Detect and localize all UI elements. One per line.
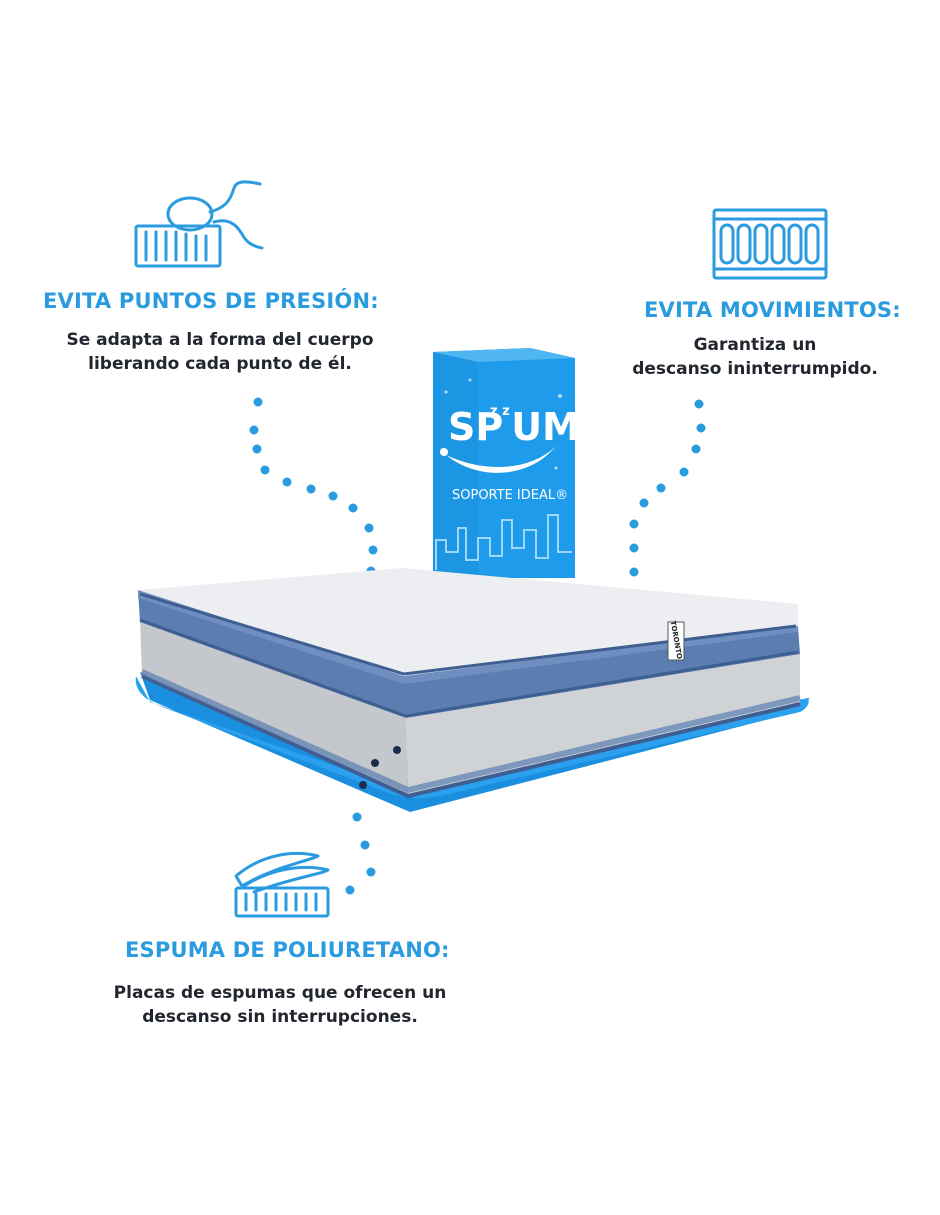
pocket-spring-coil-icon [711,207,829,281]
movement-title: EVITA MOVIMIENTOS: [644,298,901,322]
movement-description: Garantiza un descanso ininterrumpido. [570,333,940,381]
movement-desc-line-2: descanso ininterrumpido. [632,359,878,379]
brand-tagline: SOPORTE IDEAL® [452,488,569,503]
movement-desc-line-1: Garantiza un [693,335,817,355]
foam-description: Placas de espumas que ofrecen un descans… [80,981,480,1029]
brand-logo-zz: z z [490,404,510,419]
foam-layers-icon [232,848,332,920]
foam-desc-line-2: descanso sin interrupciones. [142,1007,418,1027]
foam-desc-line-1: Placas de espumas que ofrecen un [113,983,447,1003]
brand-logo-right: UM [511,405,580,449]
pressure-description: Se adapta a la forma del cuerpo liberand… [20,328,420,376]
spum-product-box [433,348,575,578]
pressure-title: EVITA PUNTOS DE PRESIÓN: [43,289,379,313]
pressure-desc-line-1: Se adapta a la forma del cuerpo [66,330,374,350]
body-on-spring-icon [132,178,267,270]
toronto-mattress [138,568,801,799]
brand-logo-left: SP [448,405,504,449]
foam-title: ESPUMA DE POLIURETANO: [125,938,450,962]
pressure-desc-line-2: liberando cada punto de él. [88,354,352,374]
